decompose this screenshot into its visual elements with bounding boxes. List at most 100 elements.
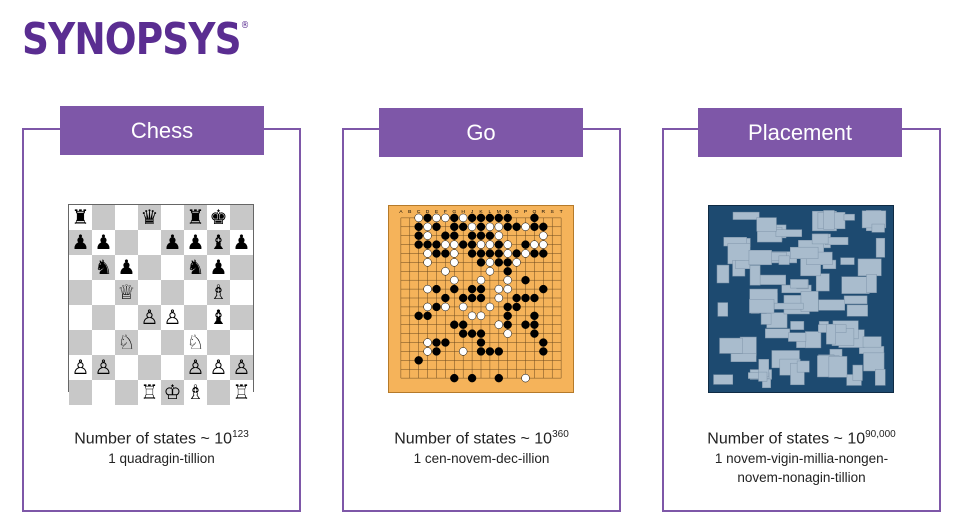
black-stone [521, 240, 530, 249]
placed-block [826, 323, 836, 345]
placed-block [871, 223, 885, 233]
black-stone [485, 347, 495, 356]
black-stone [414, 311, 423, 321]
chess-piece: ♟ [161, 230, 184, 255]
black-stone [414, 231, 423, 240]
white-stone [539, 231, 548, 240]
white-stone [432, 213, 441, 223]
column-label: L [489, 209, 492, 215]
placed-block [749, 299, 775, 314]
chess-square [230, 280, 253, 305]
white-stone [521, 222, 530, 231]
black-stone [414, 222, 423, 231]
black-stone [432, 222, 441, 231]
chess-piece: ♙ [138, 305, 161, 330]
black-stone [450, 284, 459, 294]
black-stone [503, 213, 512, 223]
black-stone [441, 231, 450, 240]
chess-square [207, 330, 230, 355]
black-stone [476, 222, 486, 231]
black-stone [503, 222, 512, 231]
white-stone [423, 284, 432, 294]
black-stone [423, 240, 432, 249]
chess-square [92, 380, 115, 405]
black-stone [476, 249, 486, 258]
chess-square [138, 230, 161, 255]
chess-square [69, 305, 92, 330]
chess-square [230, 205, 253, 230]
white-stone [423, 338, 432, 347]
chess-piece: ♖ [230, 380, 253, 405]
column-label: M [497, 209, 501, 215]
black-stone [458, 329, 468, 338]
black-stone [432, 302, 441, 312]
chess-piece: ♞ [184, 255, 207, 280]
black-stone [467, 240, 477, 249]
placed-block [874, 369, 886, 386]
black-stone [503, 267, 512, 276]
chess-square [138, 280, 161, 305]
chess-piece: ♔ [161, 380, 184, 405]
placed-block [805, 331, 822, 349]
column-label: A [399, 209, 403, 215]
chess-piece: ♙ [161, 305, 184, 330]
black-stone [476, 231, 486, 240]
go-states: Number of states ~ 10360 [394, 429, 569, 448]
white-stone [503, 249, 512, 258]
white-stone [414, 213, 423, 223]
chess-piece: ♗ [184, 380, 207, 405]
chess-square [115, 380, 138, 405]
chess-square [230, 255, 253, 280]
placed-block [758, 371, 768, 382]
placed-block [825, 237, 849, 245]
placed-block [749, 265, 761, 286]
placed-block [828, 356, 848, 378]
black-stone [503, 302, 512, 312]
placed-block [732, 211, 760, 220]
chess-square [161, 355, 184, 380]
go-states-name: 1 cen-novem-dec-illion [413, 451, 550, 466]
white-stone [512, 258, 521, 267]
placed-block [841, 276, 870, 294]
placement-layout-image [708, 205, 894, 393]
black-stone [467, 293, 477, 303]
chess-square [115, 230, 138, 255]
placed-block [775, 229, 803, 237]
white-stone [503, 276, 512, 285]
black-stone [414, 240, 423, 249]
black-stone [450, 373, 459, 383]
chess-piece: ♙ [92, 355, 115, 380]
placement-states-name-2: novem-nonagin-tillion [737, 470, 866, 485]
chess-piece: ♟ [207, 255, 230, 280]
column-label: Q [532, 209, 536, 215]
column-label: C [417, 209, 421, 215]
black-stone [494, 240, 504, 249]
placed-block [719, 337, 743, 354]
black-stone [485, 231, 495, 240]
black-stone [441, 293, 450, 303]
black-stone [521, 276, 530, 285]
chess-piece: ♜ [69, 205, 92, 230]
white-stone [467, 311, 477, 321]
placed-block [748, 250, 772, 266]
black-stone [476, 213, 486, 223]
chess-square [92, 305, 115, 330]
placed-block [846, 304, 868, 317]
chess-square [138, 255, 161, 280]
white-stone [539, 240, 548, 249]
column-label: T [560, 209, 563, 215]
chess-states-name: 1 quadragin-tillion [108, 451, 215, 466]
chess-square [69, 280, 92, 305]
chess-piece: ♝ [207, 230, 230, 255]
placed-block [765, 328, 791, 339]
black-stone [467, 284, 477, 294]
placed-block [800, 291, 819, 312]
placed-block [788, 332, 807, 342]
chess-square [69, 330, 92, 355]
black-stone [423, 311, 432, 321]
synopsys-logo: SYNOPSYS® [22, 14, 249, 65]
black-stone [432, 249, 441, 258]
chess-piece: ♙ [69, 355, 92, 380]
placed-block [811, 233, 829, 245]
